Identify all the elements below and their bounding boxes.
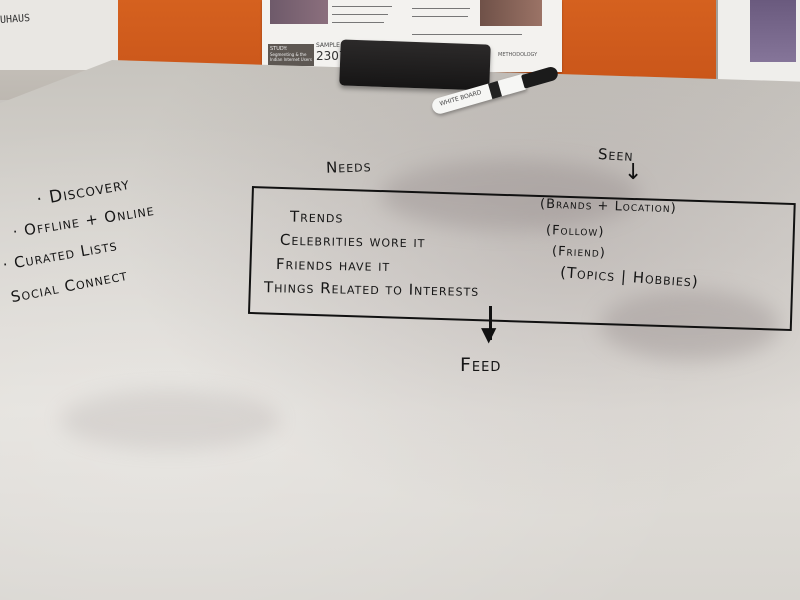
seen-item: (Follow) [545, 222, 605, 241]
right-whiteboard-panel [716, 0, 800, 85]
poster-text-line [332, 22, 384, 23]
poster-text-line [412, 34, 522, 35]
poster-study-tag: STUDY: Segmenting & the Indian Internet … [268, 44, 314, 66]
poster-text-line [332, 14, 388, 15]
needs-item: Things Related to Interests [263, 278, 480, 300]
poster-text-line [332, 6, 392, 7]
poster-study-label: STUDY: [270, 46, 288, 52]
poster-study-title: Segmenting & the Indian Internet Users [270, 52, 312, 62]
poster-sample-size: SAMPLE SIZE 2307 [316, 42, 355, 63]
smudge [60, 390, 280, 450]
poster-sample-label: SAMPLE SIZE [316, 42, 356, 49]
poster-sample-value: 2307 [316, 49, 347, 63]
seen-item: (Friend) [551, 244, 607, 261]
needs-item: Friends have it [275, 255, 391, 275]
needs-item: Celebrities wore it [279, 230, 426, 252]
needs-heading: Needs [325, 157, 372, 177]
smudge [600, 290, 780, 360]
research-poster: STUDY: Segmenting & the Indian Internet … [262, 0, 562, 72]
poster-method-label: METHODOLOGY [498, 52, 538, 58]
purple-poster [750, 0, 796, 62]
whiteboard-eraser [339, 39, 491, 91]
left-whiteboard-panel: UHAUS [0, 0, 122, 70]
feed-label: Feed [460, 354, 502, 376]
poster-text-line [412, 8, 470, 9]
smudge [380, 160, 640, 230]
feed-arrow-shaft [489, 306, 492, 340]
left-panel-scrawl: UHAUS [0, 12, 31, 27]
poster-image-right [480, 0, 542, 26]
poster-image-left [270, 0, 328, 24]
needs-item: Trends [289, 207, 344, 227]
down-arrow-icon: ↓ [624, 160, 643, 185]
poster-text-line [412, 16, 468, 17]
whiteboard-table-surface [0, 60, 800, 600]
feed-arrow-icon: ▼ [481, 322, 497, 346]
